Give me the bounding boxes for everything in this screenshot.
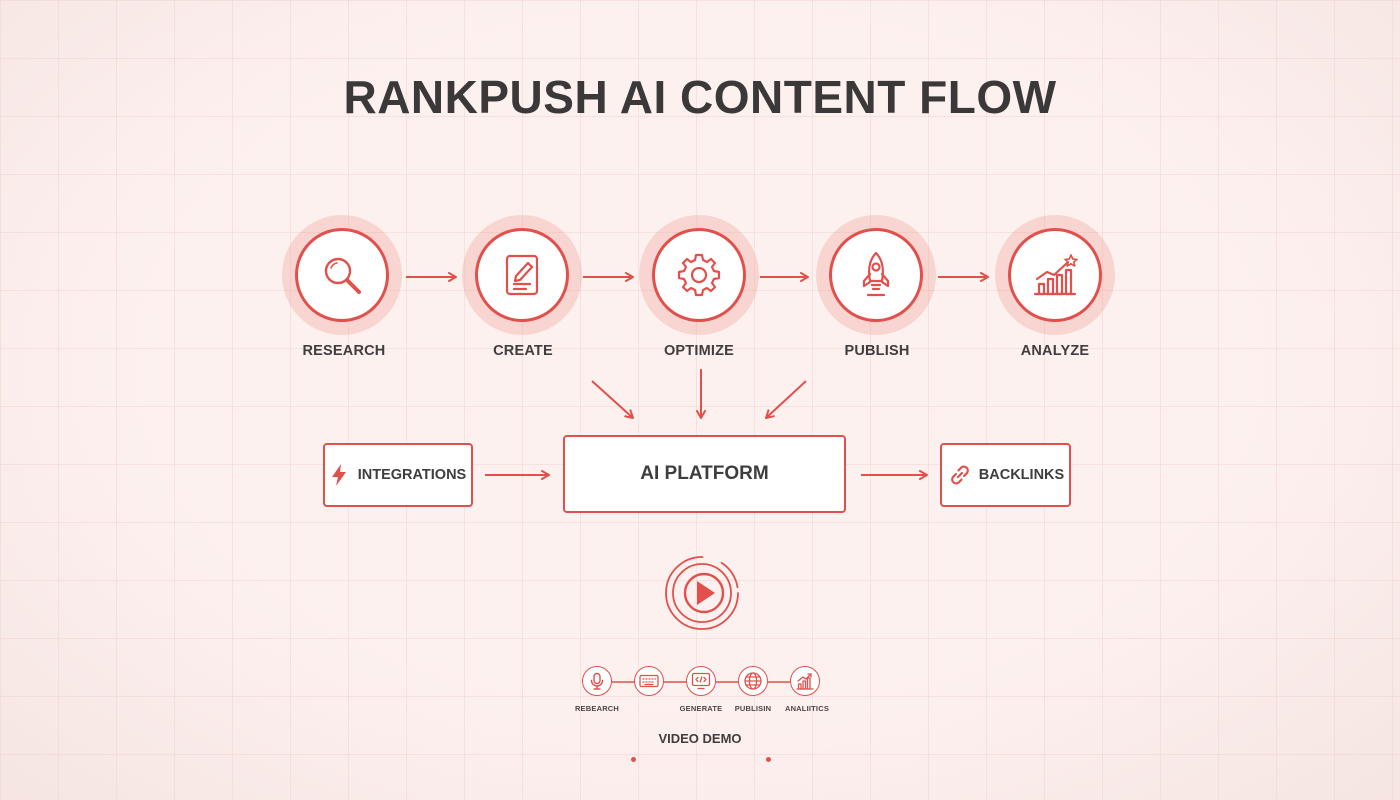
- step-ring: [829, 228, 923, 322]
- step-optimize[interactable]: [639, 215, 759, 335]
- video-step-label-analytics: ANALIITICS: [784, 704, 830, 713]
- step-ring: [295, 228, 389, 322]
- page-title: RANKPUSH AI CONTENT FLOW: [343, 71, 1057, 123]
- backlinks-box[interactable]: BACKLINKS: [940, 443, 1071, 507]
- step-ring: [1008, 228, 1102, 322]
- step-publish[interactable]: [816, 215, 936, 335]
- video-step-generate[interactable]: [686, 666, 716, 696]
- chain-link-icon: [950, 465, 969, 485]
- video-play-button[interactable]: [662, 553, 742, 633]
- microphone-icon: [590, 672, 604, 690]
- carousel-dot[interactable]: [766, 757, 771, 762]
- integrations-box[interactable]: INTEGRATIONS: [323, 443, 473, 507]
- integrations-label: INTEGRATIONS: [357, 467, 467, 483]
- video-step-label-generate: GENERATE: [679, 704, 723, 713]
- ai-platform-label: AI PLATFORM: [640, 463, 769, 484]
- video-step-label-publish: PUBLISIN: [734, 704, 772, 713]
- step-label-optimize: OPTIMIZE: [663, 343, 735, 359]
- step-ring: [652, 228, 746, 322]
- video-step-analytics[interactable]: [790, 666, 820, 696]
- magnifier-icon: [324, 257, 361, 294]
- bar-chart-icon: [796, 673, 814, 690]
- carousel-dot[interactable]: [631, 757, 636, 762]
- step-label-research: RESEARCH: [302, 343, 386, 359]
- backlinks-label: BACKLINKS: [978, 467, 1065, 483]
- ai-platform-box[interactable]: AI PLATFORM: [563, 435, 846, 513]
- video-step-research[interactable]: [582, 666, 612, 696]
- video-step-label-research: REBEARCH: [574, 704, 620, 713]
- lightning-icon: [331, 464, 346, 486]
- keyboard-icon: [639, 674, 659, 688]
- play-icon: [665, 556, 739, 630]
- video-step-keyboard[interactable]: [634, 666, 664, 696]
- globe-icon: [744, 672, 762, 690]
- screen-code-icon: [691, 672, 711, 690]
- step-create[interactable]: [462, 215, 582, 335]
- growth-chart-icon: [1033, 254, 1078, 296]
- step-research[interactable]: [282, 215, 402, 335]
- arrow-into-platform-right: [765, 380, 807, 419]
- arrow-into-platform-left: [591, 380, 634, 419]
- video-demo-label: VIDEO DEMO: [658, 731, 742, 746]
- step-label-analyze: ANALYZE: [1020, 343, 1090, 359]
- step-analyze[interactable]: [995, 215, 1115, 335]
- video-step-publish[interactable]: [738, 666, 768, 696]
- step-ring: [475, 228, 569, 322]
- step-label-publish: PUBLISH: [844, 343, 910, 359]
- document-pencil-icon: [505, 254, 539, 296]
- gear-icon: [677, 253, 721, 297]
- rocket-icon: [862, 251, 890, 297]
- step-label-create: CREATE: [493, 343, 553, 359]
